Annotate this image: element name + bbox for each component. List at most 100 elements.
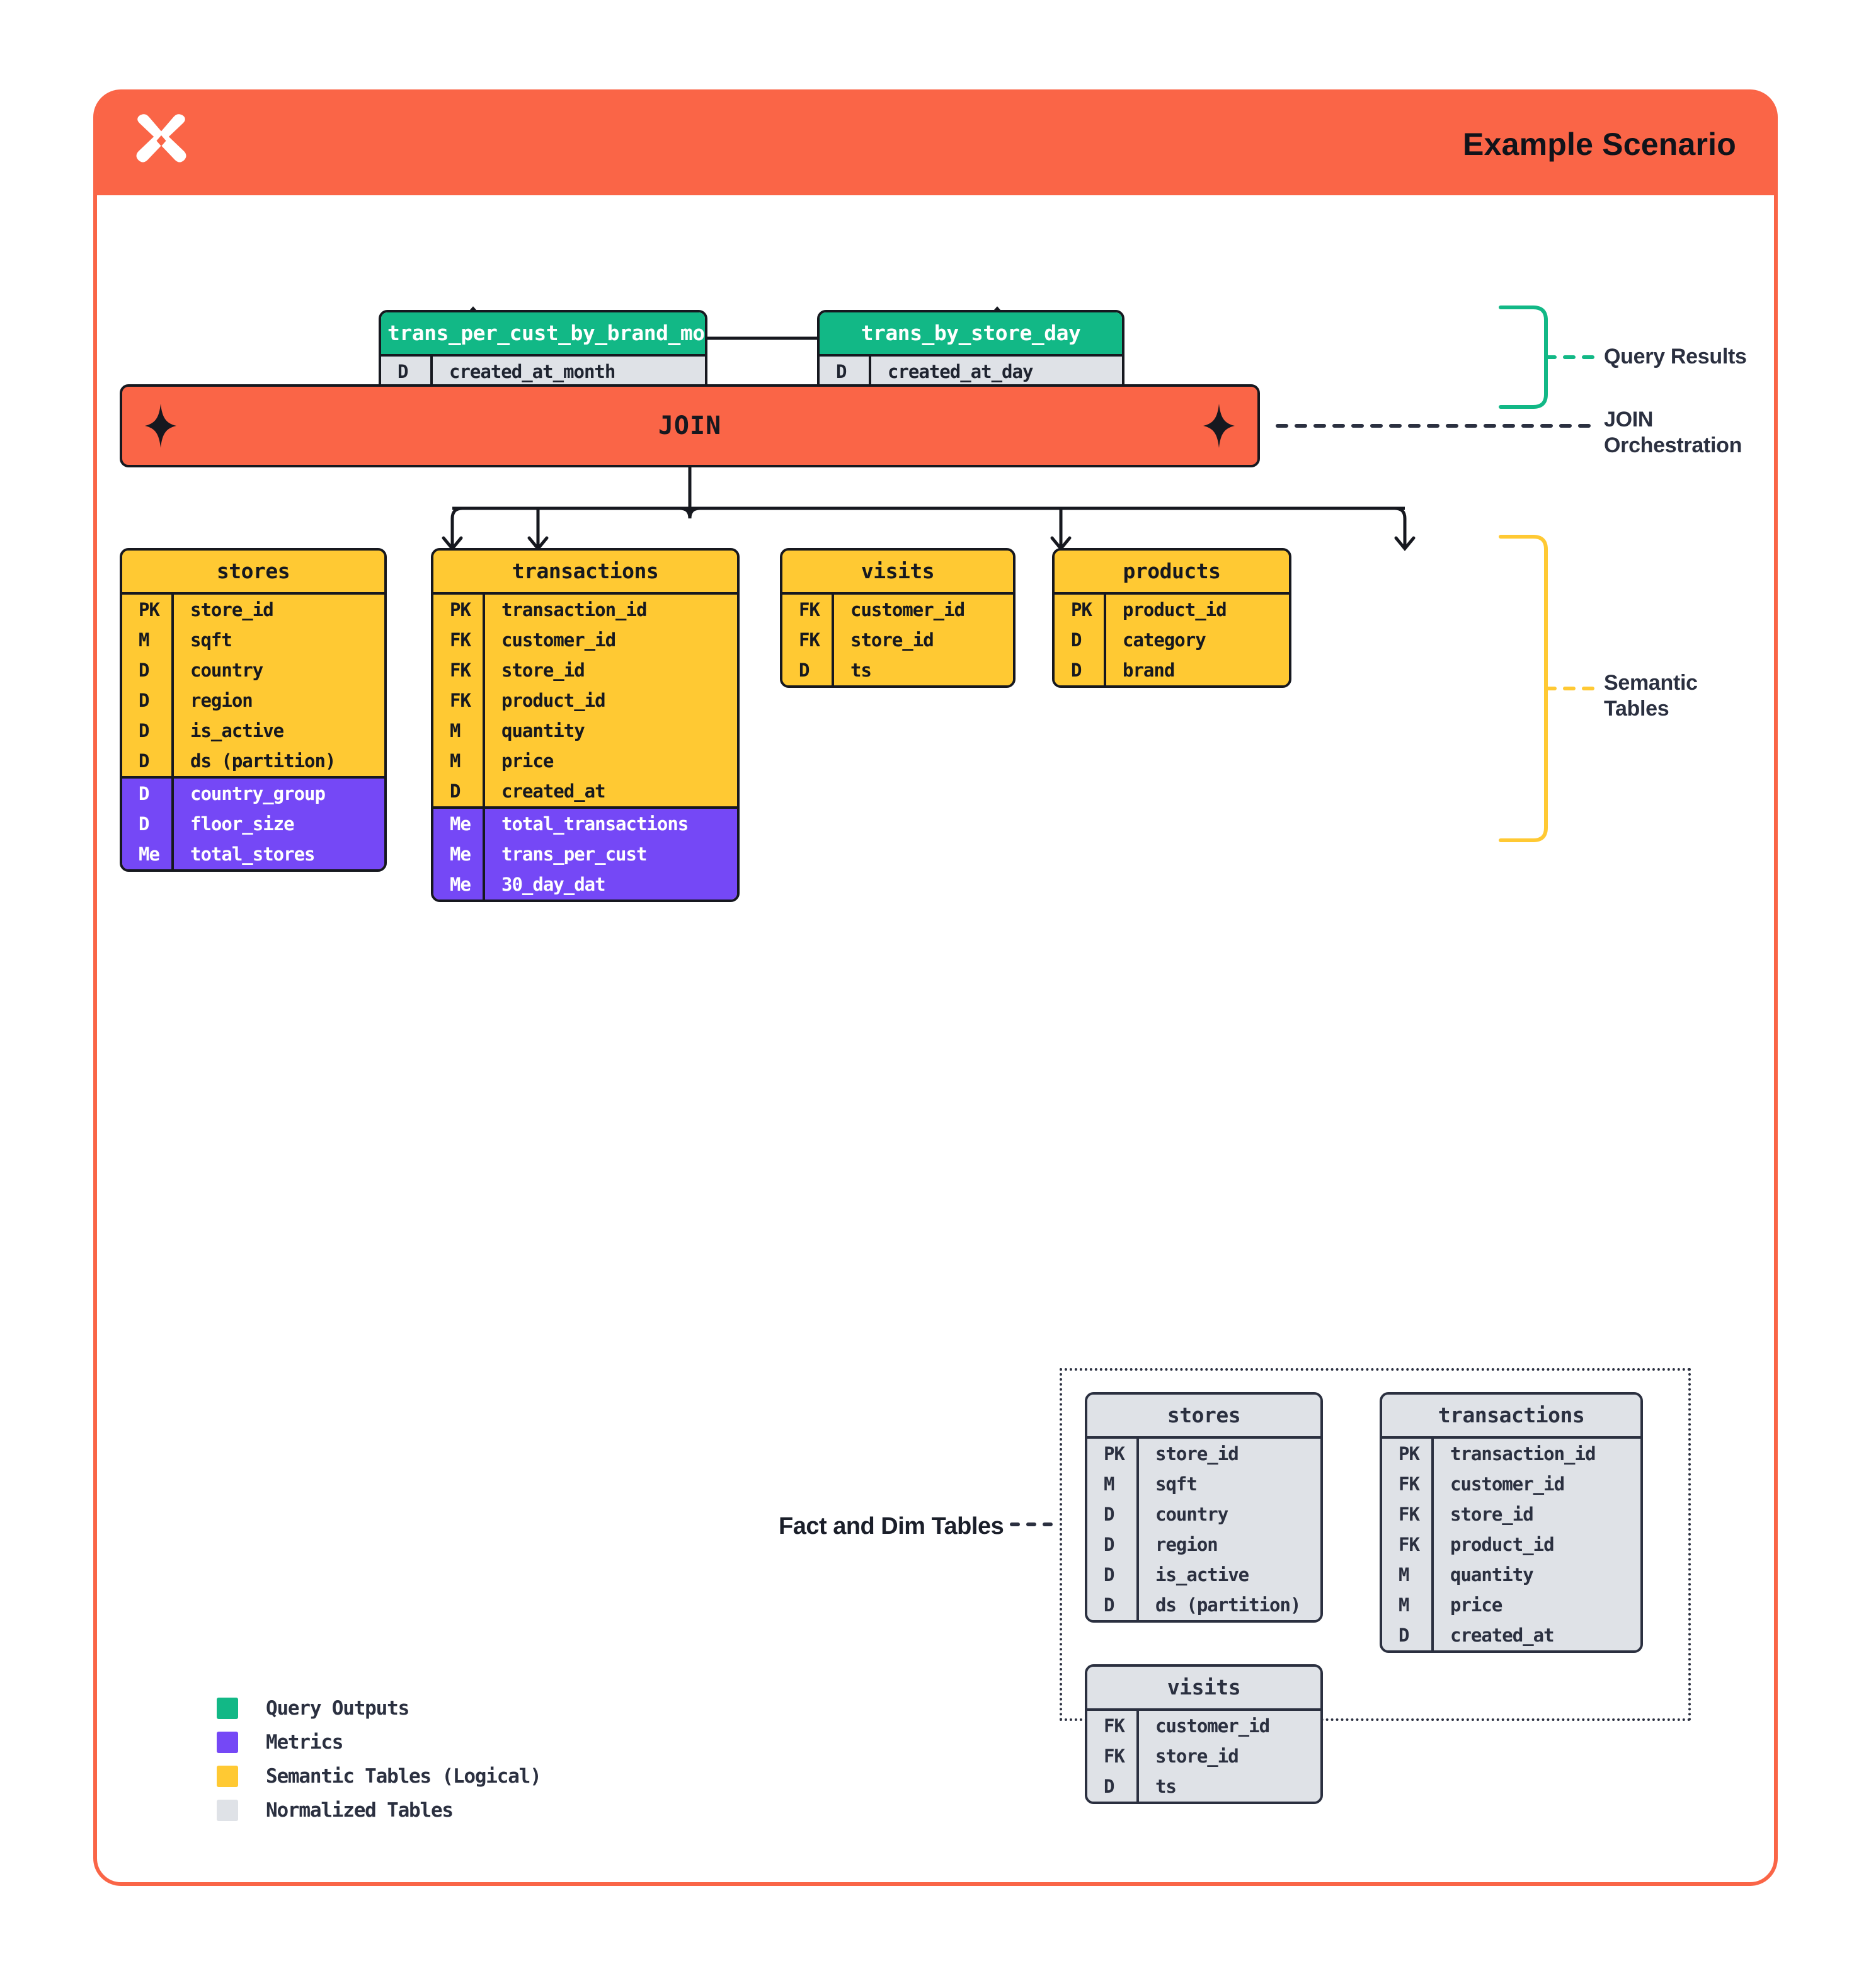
row-key: FK <box>450 629 471 651</box>
row-column: store_id <box>483 655 737 685</box>
row-key: PK <box>1399 1443 1420 1465</box>
table-title: transactions <box>1382 1395 1640 1436</box>
row-column: ts <box>832 655 1013 685</box>
row-key: D <box>139 660 149 681</box>
row-key: FK <box>450 690 471 711</box>
row-key: PK <box>1104 1443 1125 1465</box>
row-column: price <box>483 746 737 776</box>
legend-swatch-semantic-tables <box>217 1766 238 1787</box>
legend-item-query-outputs: Query Outputs <box>217 1691 541 1725</box>
row-column: created_at_day <box>869 357 1122 387</box>
row-key: D <box>799 660 810 681</box>
row-column: customer_id <box>483 625 737 655</box>
row-key: D <box>1399 1625 1409 1646</box>
row-key: Me <box>139 843 160 865</box>
fact-and-dim-tables-group <box>1060 1368 1691 1721</box>
table-title: transactions <box>433 551 737 592</box>
row-column: created_at_month <box>430 357 705 387</box>
row-column: quantity <box>483 716 737 746</box>
row-key: M <box>1399 1594 1409 1616</box>
row-key: D <box>139 750 149 772</box>
row-key: M <box>450 750 461 772</box>
join-orchestration-bar[interactable]: JOIN <box>120 384 1260 467</box>
table-title: products <box>1055 551 1289 592</box>
annotation-join-orchestration: JOIN Orchestration <box>1604 407 1742 459</box>
row-key: D <box>1071 629 1082 651</box>
row-column: total_transactions <box>483 809 737 839</box>
row-column: brand <box>1104 655 1289 685</box>
row-column: quantity <box>1431 1560 1640 1590</box>
row-column: product_id <box>1431 1529 1640 1560</box>
row-column: product_id <box>1104 595 1289 625</box>
table-row: FK product_id <box>433 685 737 716</box>
diagram-canvas: trans_per_cust_by_brand_month D created_… <box>97 195 1774 1886</box>
row-column: created_at <box>1431 1620 1640 1650</box>
row-column: store_id <box>1136 1439 1320 1469</box>
row-column: sqft <box>1136 1469 1320 1499</box>
legend-item-normalized-tables: Normalized Tables <box>217 1793 541 1827</box>
table-title: trans_by_store_day <box>820 312 1122 354</box>
row-key: PK <box>450 599 471 620</box>
row-column: country <box>171 655 384 685</box>
row-column: trans_per_cust <box>483 839 737 869</box>
row-column: store_id <box>1136 1741 1320 1771</box>
row-key: D <box>139 783 149 804</box>
row-key: M <box>1399 1564 1409 1585</box>
row-key: D <box>1104 1534 1114 1555</box>
row-key: PK <box>139 599 160 620</box>
table-row: D created_at_day <box>820 357 1122 387</box>
row-column: product_id <box>483 685 737 716</box>
row-column: created_at <box>483 776 737 806</box>
legend-swatch-metrics <box>217 1732 238 1753</box>
row-key: PK <box>1071 599 1092 620</box>
annotation-query-results: Query Results <box>1604 345 1747 368</box>
row-key: FK <box>1399 1504 1420 1525</box>
row-key: Me <box>450 813 471 835</box>
join-label: JOIN <box>658 411 722 440</box>
row-key: D <box>1104 1564 1114 1585</box>
row-column: customer_id <box>832 595 1013 625</box>
page-title: Example Scenario <box>1463 127 1736 162</box>
row-column: is_active <box>171 716 384 746</box>
legend: Query Outputs Metrics Semantic Tables (L… <box>217 1691 542 1827</box>
legend-item-metrics: Metrics <box>217 1725 541 1759</box>
row-key: FK <box>1399 1534 1420 1555</box>
row-column: region <box>1136 1529 1320 1560</box>
row-key: D <box>836 361 847 382</box>
annotation-join-orchestration-line1: JOIN <box>1604 408 1654 431</box>
row-key: D <box>1104 1504 1114 1525</box>
row-key: M <box>139 629 149 651</box>
table-title: trans_per_cust_by_brand_month <box>381 312 705 354</box>
row-key: M <box>450 720 461 741</box>
table-row: FK product_id <box>1382 1529 1640 1560</box>
legend-label: Semantic Tables (Logical) <box>266 1765 542 1788</box>
legend-label: Normalized Tables <box>266 1799 454 1822</box>
row-column: category <box>1104 625 1289 655</box>
annotation-semantic-tables-line2: Tables <box>1604 697 1669 721</box>
row-key: D <box>398 361 408 382</box>
